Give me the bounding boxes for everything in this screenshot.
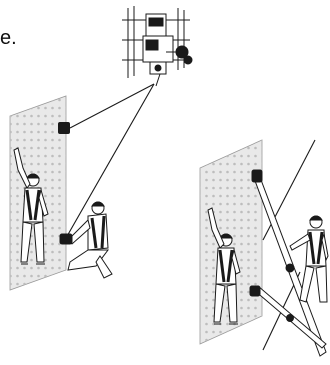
mounted-drill-icon xyxy=(58,122,70,134)
worker-figure-icon xyxy=(60,202,112,278)
drilling-machine-icon xyxy=(122,6,192,86)
